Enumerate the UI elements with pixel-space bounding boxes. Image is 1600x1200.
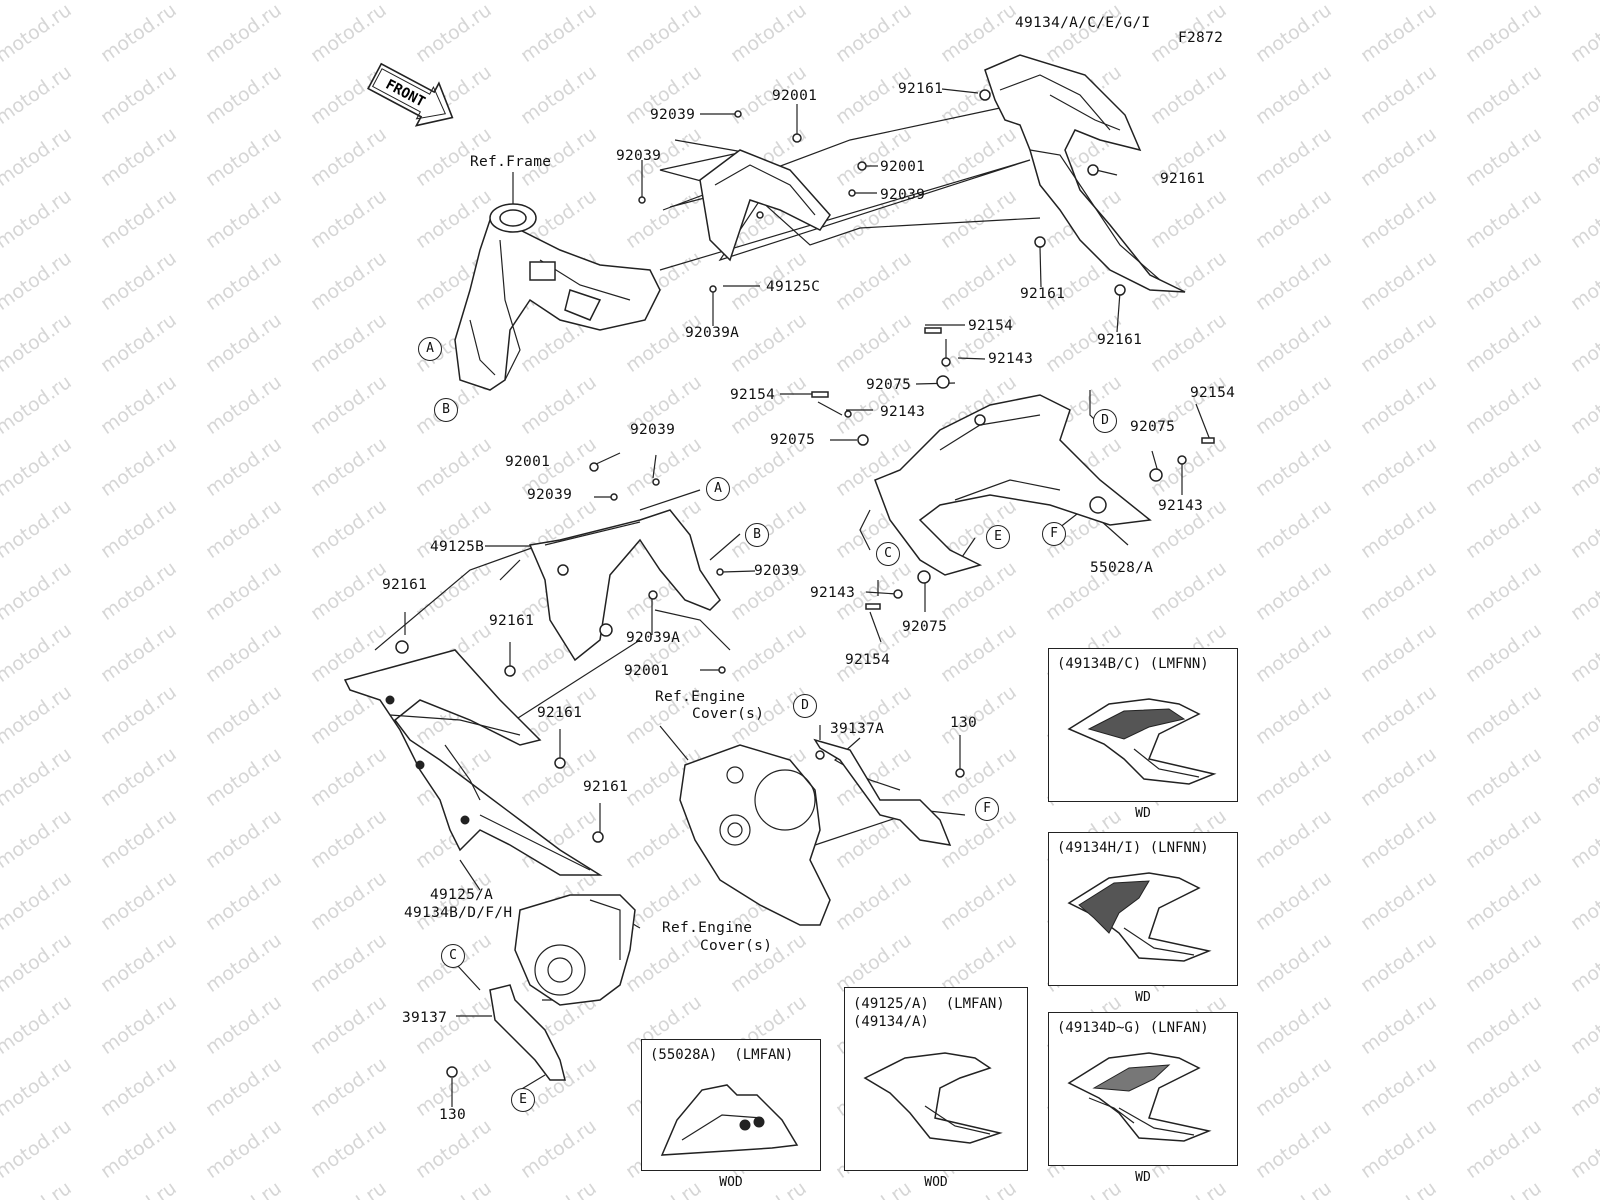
callout-b: B	[745, 523, 769, 547]
part-92154: 92154	[845, 652, 891, 668]
fairing-variant-illustration	[1067, 1052, 1212, 1142]
part-92143: 92143	[810, 585, 856, 601]
inset-footer: WD	[1135, 990, 1151, 1005]
bracket-39137	[446, 984, 566, 1081]
part-39137A: 39137A	[830, 721, 885, 737]
part-92039: 92039	[880, 187, 926, 203]
fairing-variant-illustration	[1067, 872, 1212, 962]
part-130: 130	[439, 1107, 467, 1123]
callout-c: C	[876, 542, 900, 566]
inset-title: (49134D~G) (LNFAN)	[1057, 1020, 1209, 1036]
ref-engine-cover-label: Cover(s)	[692, 706, 765, 722]
part-92161: 92161	[1160, 171, 1206, 187]
inset-title: (49134B/C) (LMFNN)	[1057, 656, 1209, 672]
callout-d: D	[793, 694, 817, 718]
part-92001: 92001	[880, 159, 926, 175]
part-39137: 39137	[402, 1010, 448, 1026]
part-92075: 92075	[866, 377, 912, 393]
part-130: 130	[950, 715, 978, 731]
part-92161: 92161	[382, 577, 428, 593]
part-92075: 92075	[1130, 419, 1176, 435]
callout-a: A	[706, 477, 730, 501]
fasteners	[638, 110, 1215, 610]
part-92161: 92161	[898, 81, 944, 97]
variant-inset-lmfnn: (49134B/C) (LMFNN) WD	[1048, 648, 1238, 821]
fairing-variant-illustration	[863, 1052, 1003, 1144]
callout-e: E	[511, 1088, 535, 1112]
callout-b: B	[434, 398, 458, 422]
part-92154: 92154	[730, 387, 776, 403]
part-92039A: 92039A	[626, 630, 681, 646]
variant-inset-lnfnn: (49134H/I) (LNFNN) WD	[1048, 832, 1238, 1005]
fairing-left	[343, 640, 604, 876]
engine-cover-right	[679, 744, 831, 926]
variant-inset-lmfan-side: (49125/A) (LMFAN) (49134/A) WOD	[844, 987, 1028, 1190]
belly-pan-55028	[874, 394, 1152, 576]
part-92143: 92143	[880, 404, 926, 420]
part-92039A: 92039A	[685, 325, 740, 341]
diagram-code: F2872	[1178, 30, 1224, 46]
part-92161: 92161	[537, 705, 583, 721]
inset-title: (55028A) (LMFAN)	[650, 1047, 794, 1063]
callout-f: F	[1042, 522, 1066, 546]
part-92154: 92154	[1190, 385, 1236, 401]
part-92001: 92001	[772, 88, 818, 104]
engine-cover-left	[514, 894, 636, 1006]
part-55028A: 55028/A	[1090, 560, 1154, 576]
inset-footer: WOD	[719, 1175, 743, 1190]
part-92039: 92039	[754, 563, 800, 579]
part-92039: 92039	[616, 148, 662, 164]
callout-f: F	[975, 797, 999, 821]
ref-engine-cover-label: Cover(s)	[700, 938, 773, 954]
part-92154: 92154	[968, 318, 1014, 334]
ref-frame-label: Ref.Frame	[470, 154, 552, 170]
callout-c: C	[441, 944, 465, 968]
part-92001: 92001	[624, 663, 670, 679]
inset-title: (49125/A) (LMFAN) (49134/A)	[853, 996, 1005, 1030]
part-49134-top: 49134/A/C/E/G/I	[1015, 15, 1151, 31]
callout-d: D	[1093, 409, 1117, 433]
fairing-variant-illustration	[1067, 698, 1217, 785]
bracket-49125B	[528, 462, 726, 674]
part-49125A: 49125/A	[430, 887, 494, 903]
inset-footer: WD	[1135, 1170, 1151, 1185]
ref-engine-cover-label: Ref.Engine	[662, 920, 753, 936]
part-92161: 92161	[583, 779, 629, 795]
inset-footer: WD	[1135, 806, 1151, 821]
part-92039: 92039	[527, 487, 573, 503]
inset-footer: WOD	[924, 1175, 948, 1190]
part-49125B: 49125B	[430, 539, 485, 555]
front-arrow-icon: FRONT	[367, 62, 454, 127]
part-92039: 92039	[650, 107, 696, 123]
part-92001: 92001	[505, 454, 551, 470]
variant-inset-lmfan-belly: (55028A) (LMFAN) WOD	[641, 1039, 821, 1190]
part-49134BDFH: 49134B/D/F/H	[404, 905, 513, 921]
part-92161: 92161	[1020, 286, 1066, 302]
fairing-upper-right	[979, 54, 1186, 296]
part-92075: 92075	[770, 432, 816, 448]
part-92075: 92075	[902, 619, 948, 635]
bracket-49125C	[699, 149, 831, 262]
part-92143: 92143	[1158, 498, 1204, 514]
ref-engine-cover-label: Ref.Engine	[655, 689, 746, 705]
callout-e: E	[986, 525, 1010, 549]
callout-a: A	[418, 337, 442, 361]
part-92143: 92143	[988, 351, 1034, 367]
frame-part	[454, 203, 661, 391]
part-49125C: 49125C	[766, 279, 821, 295]
part-92161: 92161	[489, 613, 535, 629]
variant-inset-lnfan: (49134D~G) (LNFAN) WD	[1048, 1012, 1238, 1185]
part-92039: 92039	[630, 422, 676, 438]
bracket-39137A	[813, 738, 965, 846]
bellypan-variant-illustration	[660, 1084, 799, 1156]
inset-title: (49134H/I) (LNFNN)	[1057, 840, 1209, 856]
part-92161: 92161	[1097, 332, 1143, 348]
